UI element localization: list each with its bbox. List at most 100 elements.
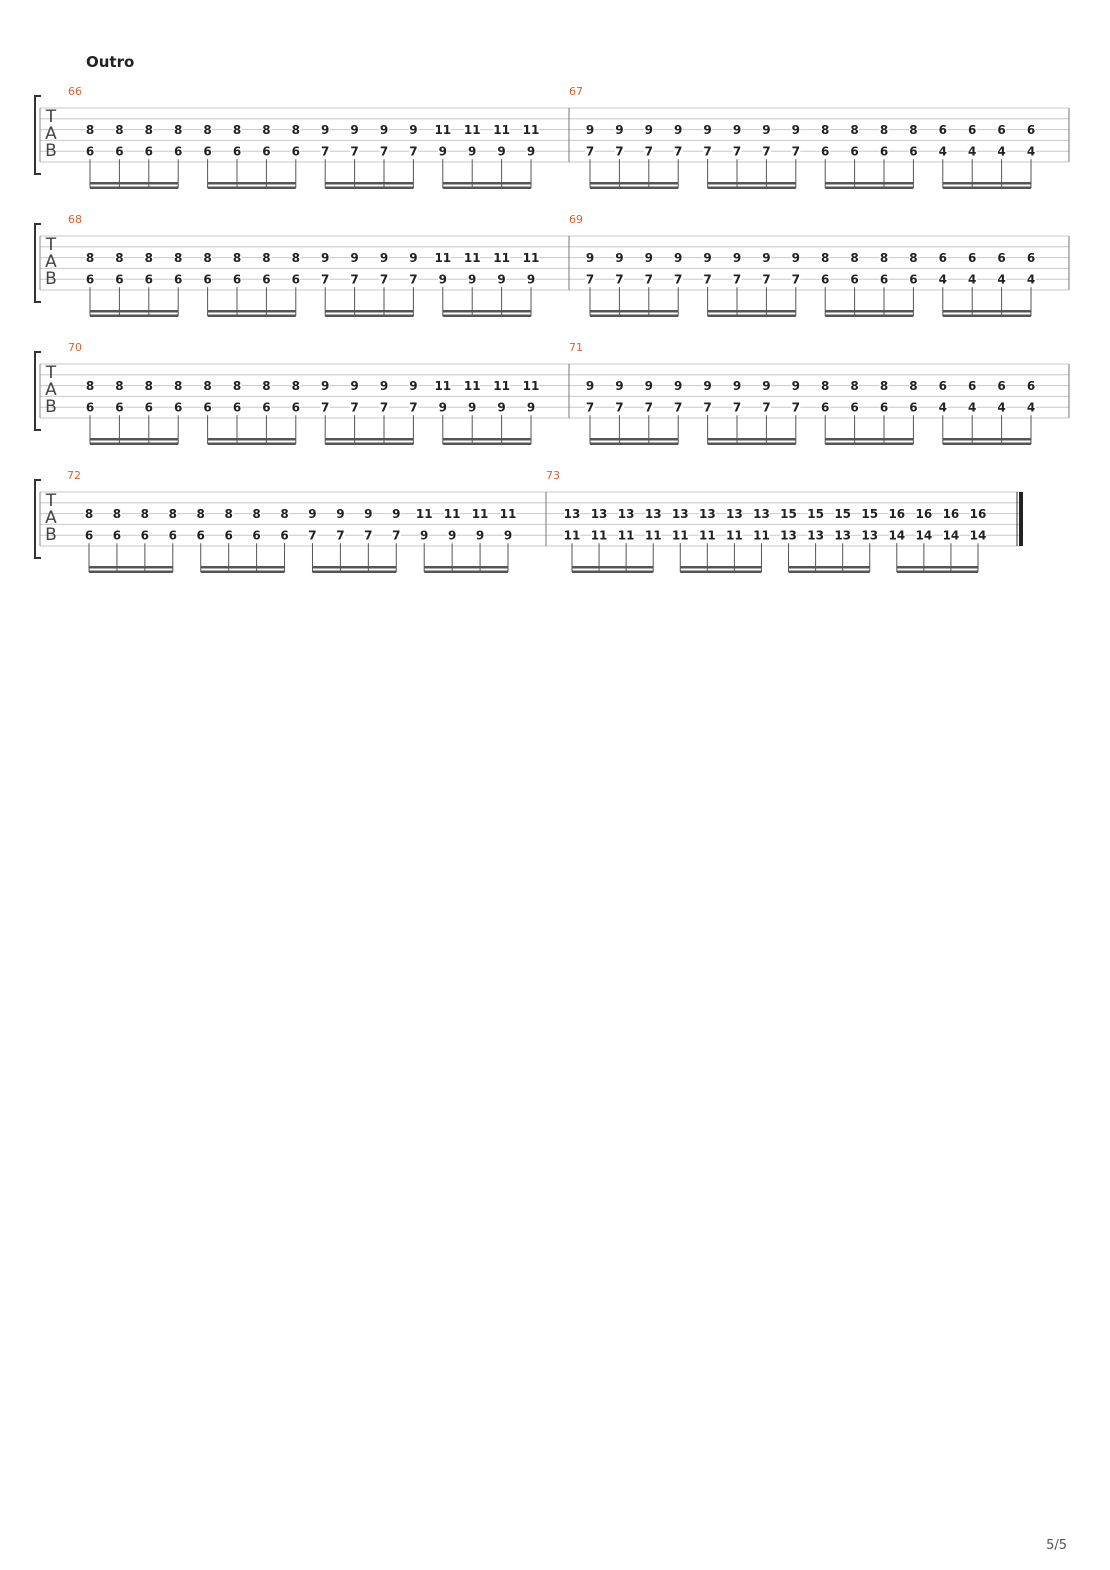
- fret-number-top: 11: [500, 507, 517, 521]
- fret-number-bottom: 13: [780, 529, 797, 543]
- beam-primary: [200, 566, 285, 569]
- fret-bg: [908, 145, 918, 158]
- tab-clef-letter: T: [45, 235, 57, 255]
- tab-clef-letter: T: [45, 363, 57, 383]
- fret-bg: [703, 123, 713, 136]
- fret-number-bottom: 9: [448, 529, 456, 543]
- page-number: 5/5: [1046, 1538, 1067, 1553]
- beam-primary: [572, 566, 654, 569]
- fret-bg: [672, 529, 689, 542]
- fret-bg: [614, 123, 624, 136]
- fret-bg: [144, 123, 154, 136]
- fret-bg: [203, 145, 213, 158]
- system-bracket: [34, 223, 41, 303]
- fret-bg: [761, 251, 771, 264]
- fret-bg: [379, 145, 389, 158]
- system-bracket: [34, 479, 41, 559]
- fret-bg: [564, 507, 580, 520]
- fret-bg: [85, 123, 95, 136]
- fret-number-top: 8: [85, 507, 93, 521]
- fret-bg: [472, 507, 489, 520]
- fret-number-bottom: 6: [224, 529, 232, 543]
- fret-bg: [753, 507, 770, 520]
- beam-secondary: [442, 186, 531, 189]
- beam-secondary: [207, 314, 296, 317]
- fret-number-bottom: 7: [350, 145, 358, 159]
- fret-number-top: 16: [970, 507, 987, 521]
- fret-number-bottom: 7: [380, 401, 388, 415]
- fret-number-top: 9: [586, 123, 594, 137]
- fret-number-bottom: 4: [1027, 273, 1035, 287]
- beam-secondary: [707, 314, 796, 317]
- fret-number-top: 11: [493, 123, 510, 137]
- fret-bg: [497, 273, 507, 286]
- fret-number-bottom: 6: [262, 145, 270, 159]
- beam-secondary: [442, 442, 531, 445]
- fret-number-top: 9: [645, 251, 653, 265]
- fret-number-top: 9: [674, 251, 682, 265]
- fret-bg: [196, 529, 206, 542]
- fret-bg: [467, 401, 477, 414]
- fret-bg: [644, 379, 654, 392]
- fret-bg: [320, 145, 330, 158]
- fret-bg: [291, 273, 301, 286]
- fret-number-top: 6: [939, 379, 947, 393]
- beam-secondary: [680, 570, 762, 573]
- fret-bg: [1026, 145, 1036, 158]
- fret-number-top: 8: [252, 507, 260, 521]
- fret-number-bottom: 14: [970, 529, 987, 543]
- fret-number-bottom: 7: [409, 145, 417, 159]
- fret-bg: [320, 379, 330, 392]
- fret-bg: [85, 251, 95, 264]
- fret-number-bottom: 9: [497, 145, 505, 159]
- fret-bg: [114, 251, 124, 264]
- fret-bg: [970, 529, 986, 542]
- fret-bg: [791, 273, 801, 286]
- fret-bg: [144, 379, 154, 392]
- fret-number-bottom: 6: [262, 273, 270, 287]
- fret-bg: [967, 401, 977, 414]
- fret-number-top: 13: [564, 507, 581, 521]
- fret-bg: [850, 145, 860, 158]
- fret-number-bottom: 7: [733, 145, 741, 159]
- fret-number-bottom: 7: [615, 401, 623, 415]
- fret-bg: [791, 251, 801, 264]
- fret-bg: [419, 529, 429, 542]
- beam-primary: [207, 182, 296, 185]
- beam-secondary: [207, 186, 296, 189]
- fret-bg: [261, 251, 271, 264]
- fret-number-bottom: 11: [645, 529, 662, 543]
- fret-bg: [820, 251, 830, 264]
- beam-primary: [312, 566, 397, 569]
- fret-number-bottom: 6: [821, 273, 829, 287]
- fret-number-top: 8: [880, 379, 888, 393]
- fret-number-top: 9: [762, 379, 770, 393]
- fret-bg: [379, 123, 389, 136]
- fret-bg: [938, 251, 948, 264]
- fret-number-top: 6: [1027, 251, 1035, 265]
- fret-bg: [363, 529, 373, 542]
- fret-bg: [585, 273, 595, 286]
- fret-bg: [232, 123, 242, 136]
- beam-primary: [325, 182, 414, 185]
- beam-secondary: [590, 186, 679, 189]
- beam-primary: [707, 310, 796, 313]
- fret-number-bottom: 6: [252, 529, 260, 543]
- fret-number-top: 8: [821, 251, 829, 265]
- fret-number-top: 8: [115, 379, 123, 393]
- beam-primary: [590, 438, 679, 441]
- beam-primary: [442, 310, 531, 313]
- beam-secondary: [825, 314, 914, 317]
- fret-number-top: 13: [618, 507, 635, 521]
- fret-bg: [585, 145, 595, 158]
- fret-number-top: 8: [197, 507, 205, 521]
- beam-primary: [896, 566, 978, 569]
- fret-bg: [114, 273, 124, 286]
- fret-number-top: 11: [523, 123, 540, 137]
- fret-number-bottom: 7: [762, 145, 770, 159]
- final-barline-thick: [1019, 492, 1023, 546]
- fret-bg: [703, 251, 713, 264]
- beam-secondary: [825, 442, 914, 445]
- fret-number-top: 9: [321, 251, 329, 265]
- beam-secondary: [825, 186, 914, 189]
